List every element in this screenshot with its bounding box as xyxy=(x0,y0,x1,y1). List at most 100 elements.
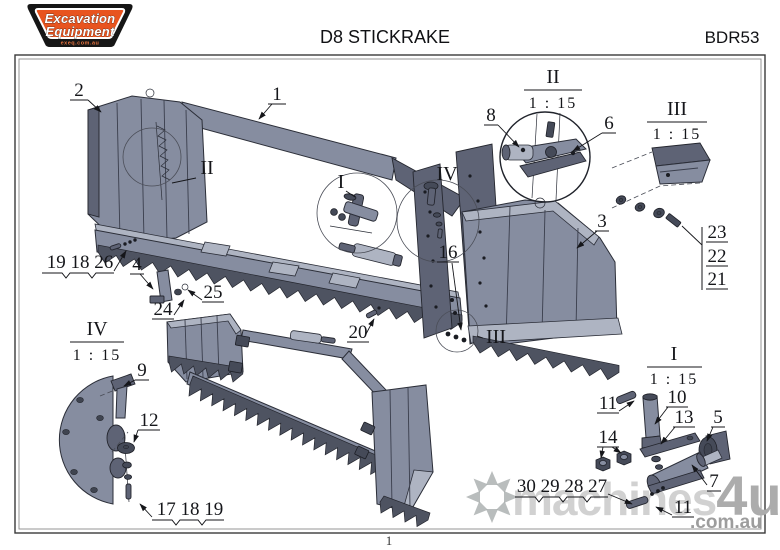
view-iv-name: IV xyxy=(86,318,108,340)
svg-text:16: 16 xyxy=(439,242,458,263)
bolt-part-9 xyxy=(110,373,136,419)
svg-text:30 29 28 27: 30 29 28 27 xyxy=(517,476,607,497)
pin-11-bottom xyxy=(625,486,665,509)
view-iv-scale: 1 : 15 xyxy=(73,347,121,364)
view-ii-scale: 1 : 15 xyxy=(529,95,577,112)
rake-clamp xyxy=(227,360,244,374)
view-header-iii: III 1 : 15 xyxy=(647,98,707,143)
svg-text:24: 24 xyxy=(154,299,174,320)
svg-text:IV: IV xyxy=(436,163,458,185)
callout-16: 16 xyxy=(437,242,463,331)
callout-2: 2 xyxy=(70,80,102,113)
svg-text:3: 3 xyxy=(597,211,607,232)
callout-24: 24 xyxy=(152,299,185,320)
spring xyxy=(156,125,171,181)
detail-circle-i xyxy=(316,172,398,254)
detail-circle-iv xyxy=(396,179,480,263)
cutter-bar xyxy=(94,223,463,330)
view-marker-ii: II xyxy=(171,157,214,184)
detail-view-iv xyxy=(58,373,136,505)
rake-assembly xyxy=(166,313,434,528)
watermark-domain: .com.au xyxy=(690,512,762,533)
callout-25: 25 xyxy=(187,282,224,303)
svg-text:13: 13 xyxy=(675,407,694,428)
svg-text:8: 8 xyxy=(486,105,496,126)
view-marker-iii: III xyxy=(476,326,506,348)
view-ii-indicator-circle xyxy=(122,127,182,187)
detail-view-i xyxy=(595,390,731,509)
svg-text:22: 22 xyxy=(708,246,727,267)
svg-text:19 18 26: 19 18 26 xyxy=(47,252,114,273)
rake-cylinder xyxy=(289,330,336,344)
nuts-14 xyxy=(595,450,632,472)
view-header-i: I 1 : 15 xyxy=(647,343,702,388)
callout-23-22-21: 23 22 21 xyxy=(681,222,728,290)
callout-3: 3 xyxy=(576,211,609,249)
detail-view-ii xyxy=(499,111,591,203)
right-wing-panel xyxy=(461,197,623,381)
svg-text:1: 1 xyxy=(272,84,282,105)
link-10 xyxy=(641,393,663,449)
svg-text:4: 4 xyxy=(132,254,142,275)
view-iii-indicator xyxy=(435,309,479,353)
pin-part-20 xyxy=(365,306,381,319)
detail-view-iii xyxy=(611,142,711,228)
model-code: BDR53 xyxy=(705,28,760,47)
svg-text:25: 25 xyxy=(204,282,223,303)
callout-1: 1 xyxy=(258,84,286,120)
svg-text:III: III xyxy=(486,326,506,348)
pin-11-top xyxy=(616,390,637,404)
callout-13: 13 xyxy=(660,407,695,445)
callout-19-18-26: 19 18 26 xyxy=(42,250,127,279)
main-assembly xyxy=(87,88,623,381)
border-inner xyxy=(18,58,762,530)
page-title: D8 STICKRAKE xyxy=(320,27,450,47)
callout-6: 6 xyxy=(572,113,616,152)
logo-line1: Excavation xyxy=(45,11,116,26)
excavation-equipment-logo: Excavation Equipment exeq.com.au xyxy=(27,4,133,47)
svg-text:5: 5 xyxy=(713,407,723,428)
svg-text:23: 23 xyxy=(708,222,727,243)
view-marker-iv: IV xyxy=(436,163,458,185)
view-header-ii: II 1 : 15 xyxy=(524,66,582,112)
beam-lug xyxy=(200,241,231,257)
callout-20: 20 xyxy=(347,318,375,343)
view-iii-name: III xyxy=(667,98,687,120)
plate-13-upper xyxy=(639,432,701,458)
logo-line2: Equipment xyxy=(46,24,115,39)
view-ii-name: II xyxy=(546,66,559,88)
svg-text:17 18 19: 17 18 19 xyxy=(157,499,224,520)
svg-text:II: II xyxy=(200,157,213,179)
callout-9: 9 xyxy=(123,360,149,387)
frame-cylinder xyxy=(338,242,403,267)
callout-7: 7 xyxy=(691,464,721,492)
callout-11-bottom: 11 xyxy=(655,497,694,518)
rake-clamp xyxy=(360,421,376,436)
svg-text:11: 11 xyxy=(674,497,692,518)
svg-text:10: 10 xyxy=(668,387,687,408)
callout-5: 5 xyxy=(706,407,725,442)
rake-right-panel xyxy=(371,384,434,513)
machines4u-flake-icon xyxy=(466,471,518,523)
callout-30-29-28-27: 30 29 28 27 xyxy=(515,476,633,505)
svg-text:2: 2 xyxy=(74,80,84,101)
border-outer xyxy=(14,54,766,534)
callout-14: 14 xyxy=(597,427,622,459)
washer-stack-12 xyxy=(117,431,135,503)
disc-half xyxy=(58,375,114,505)
view-marker-i: I xyxy=(338,171,356,198)
view-i-scale: 1 : 15 xyxy=(650,371,698,388)
callout-4: 4 xyxy=(130,254,154,290)
svg-text:21: 21 xyxy=(708,269,727,290)
bracket-part-4 xyxy=(149,269,189,304)
top-beam xyxy=(181,101,397,181)
callout-17-18-19: 17 18 19 xyxy=(139,499,224,526)
view-iii-scale: 1 : 15 xyxy=(653,126,701,143)
logo-inner-shape xyxy=(34,8,126,39)
beam-lug xyxy=(268,261,300,277)
page-number: 1 xyxy=(386,533,393,548)
callout-10: 10 xyxy=(654,387,688,425)
beam-lug xyxy=(328,272,361,289)
